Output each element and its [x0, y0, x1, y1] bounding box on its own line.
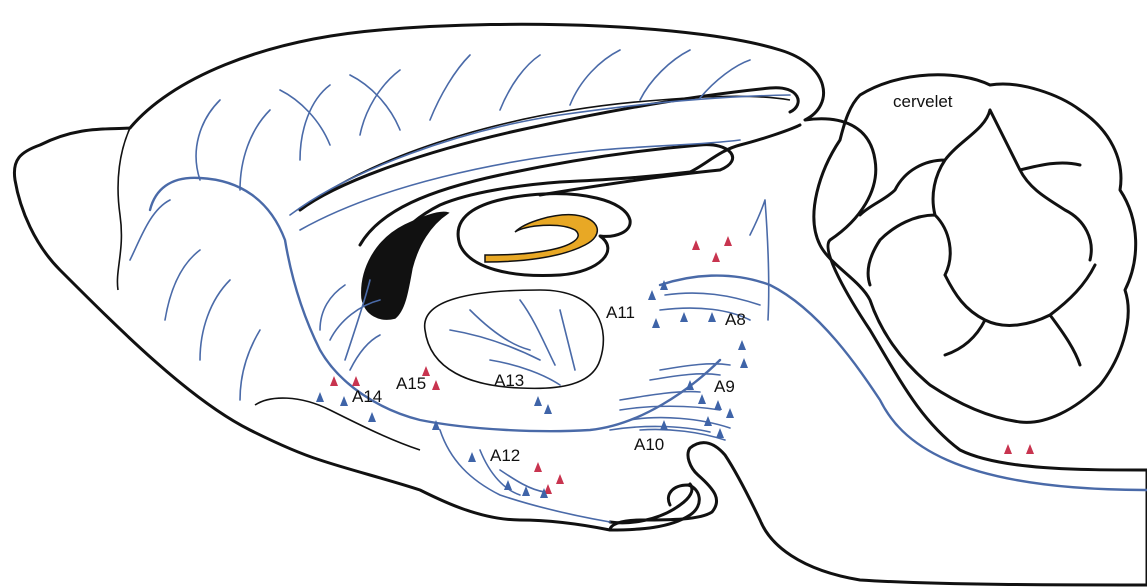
marker [724, 236, 732, 246]
marker [468, 452, 476, 462]
marker [652, 318, 660, 328]
label-a14: A14 [352, 387, 382, 406]
label-a8: A8 [725, 310, 746, 329]
marker [698, 394, 706, 404]
marker [330, 376, 338, 386]
label-a13: A13 [494, 371, 524, 390]
marker [712, 252, 720, 262]
marker [368, 412, 376, 422]
marker [352, 376, 360, 386]
olfactory-edge [255, 398, 420, 450]
red-markers [330, 236, 1034, 494]
label-a9: A9 [714, 377, 735, 396]
marker [544, 404, 552, 414]
cortex-sulcus [117, 128, 130, 290]
label-cervelet: cervelet [893, 92, 953, 111]
marker [726, 408, 734, 418]
marker [340, 396, 348, 406]
marker [708, 312, 716, 322]
a12-fibers [440, 430, 610, 522]
a9-a10-fibers [610, 364, 730, 440]
marker [534, 396, 542, 406]
cerebellar-folia [860, 110, 1095, 365]
hippocampus [485, 215, 597, 262]
pons-fold [610, 484, 692, 523]
marker [1004, 444, 1012, 454]
marker [714, 400, 722, 410]
label-a10: A10 [634, 435, 664, 454]
marker [504, 480, 512, 490]
marker [432, 380, 440, 390]
marker [316, 392, 324, 402]
hippocampus-outline [458, 194, 630, 276]
marker [738, 340, 746, 350]
marker [692, 240, 700, 250]
marker [648, 290, 656, 300]
marker [534, 462, 542, 472]
label-a12: A12 [490, 446, 520, 465]
marker [740, 358, 748, 368]
marker [556, 474, 564, 484]
label-a15: A15 [396, 374, 426, 393]
marker [680, 312, 688, 322]
marker [1026, 444, 1034, 454]
midbrain-contour [560, 125, 800, 182]
marker [660, 420, 668, 430]
label-a11: A11 [606, 303, 635, 322]
cerebellum [814, 75, 1136, 423]
marker [716, 428, 724, 438]
